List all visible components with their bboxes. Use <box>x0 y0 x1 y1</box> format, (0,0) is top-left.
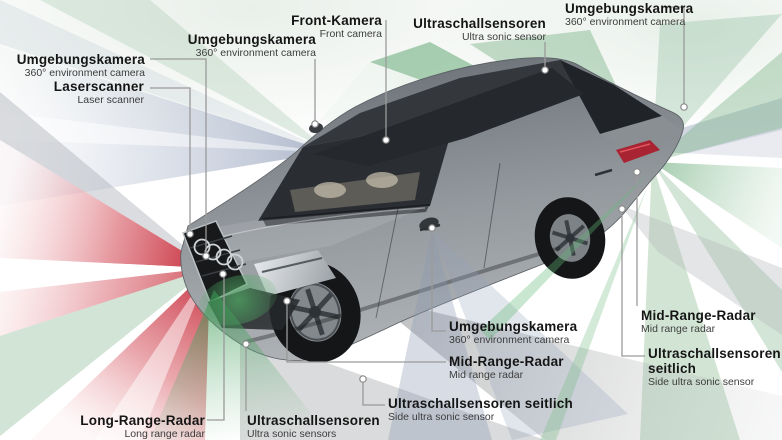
sensor-label-laserscanner: Laserscanner Laser scanner <box>54 79 144 106</box>
sensor-label-umgebungskamera-mirror-right: Umgebungskamera 360° environment camera <box>188 32 316 59</box>
label-de: Umgebungskamera <box>565 1 694 16</box>
label-de: Ultraschallsensoren seitlich <box>648 346 781 376</box>
leader-laserscanner <box>150 87 191 231</box>
label-de: Long-Range-Radar <box>80 413 205 428</box>
sensor-label-ultraschallsensoren-rear-top: Ultraschallsensoren Ultra sonic sensor <box>413 16 546 43</box>
sensor-dots <box>186 66 688 383</box>
leader-umgebungskamera-front-left <box>150 58 207 253</box>
rear-wheel <box>534 197 606 279</box>
label-en: 360° environment camera <box>24 67 145 79</box>
dot-front-kamera <box>382 136 390 144</box>
dot-umgebungskamera-rear <box>680 103 688 111</box>
front-camera-cone <box>0 0 330 206</box>
dot-ultraschallsensoren-seitlich-front <box>359 375 367 383</box>
label-en: Mid range radar <box>641 323 716 335</box>
sill-shadow <box>244 246 561 344</box>
car-taillight <box>616 140 660 163</box>
car-seat <box>314 182 346 198</box>
label-en: 360° environment camera <box>195 47 316 59</box>
label-en: Ultra sonic sensor <box>461 31 546 43</box>
dot-ultraschallsensoren-front <box>242 340 250 348</box>
leader-ultraschallsensoren-seitlich-rear <box>621 212 645 357</box>
label-de: Ultraschallsensoren seitlich <box>388 396 573 411</box>
dot-umgebungskamera-front-left <box>202 252 210 260</box>
label-en: Front camera <box>319 28 382 40</box>
car-cowl <box>262 204 430 226</box>
car-headlight <box>254 250 336 296</box>
audi-rings <box>193 238 244 271</box>
label-en: Long range radar <box>124 428 205 440</box>
mirror-camera-cone-b <box>432 230 628 440</box>
label-en: Mid range radar <box>449 369 524 381</box>
rear-green-beam-b <box>540 185 648 440</box>
label-en: 360° environment camera <box>449 334 570 346</box>
dot-umgebungskamera-mirror-right <box>311 120 319 128</box>
dot-umgebungskamera-mirror-left <box>428 224 436 232</box>
headlight-detail <box>261 257 323 273</box>
label-de: Ultraschallsensoren <box>413 16 546 31</box>
car-trunk <box>600 116 683 158</box>
dot-long-range-radar <box>219 270 227 278</box>
leader-ultraschallsensoren-seitlich-front <box>362 382 385 406</box>
sensor-label-umgebungskamera-mirror-left: Umgebungskamera 360° environment camera <box>449 319 577 346</box>
label-de: Laserscanner <box>53 79 144 94</box>
front-radar-cones <box>0 92 210 440</box>
sensor-label-ultraschallsensoren-front: Ultraschallsensoren Ultra sonic sensors <box>247 413 380 440</box>
sensor-label-umgebungskamera-front-left: Umgebungskamera 360° environment camera <box>17 52 145 79</box>
mirror-camera-cone-a <box>388 230 492 440</box>
sensor-label-ultraschallsensoren-seitlich-rear: Ultraschallsensoren seitlich Side ultra … <box>648 346 782 388</box>
leader-mid-range-radar-front <box>286 304 446 363</box>
sensor-label-ultraschallsensoren-seitlich-front: Ultraschallsensoren seitlich Side ultra … <box>388 396 573 423</box>
label-de: Mid-Range-Radar <box>641 308 756 323</box>
label-en: Ultra sonic sensors <box>247 428 337 440</box>
sensor-label-mid-range-radar-rear: Mid-Range-Radar Mid range radar <box>641 308 756 335</box>
label-de: Front-Kamera <box>291 13 382 28</box>
sensor-label-mid-range-radar-front: Mid-Range-Radar Mid range radar <box>449 354 564 381</box>
label-de: Umgebungskamera <box>449 319 578 334</box>
dot-laserscanner <box>186 230 194 238</box>
hood-crease <box>207 207 426 241</box>
car-hood <box>196 206 428 262</box>
dot-mid-range-radar-rear <box>633 168 641 176</box>
sensor-label-umgebungskamera-rear: Umgebungskamera 360° environment camera <box>565 1 693 28</box>
label-en: 360° environment camera <box>565 16 686 28</box>
leader-umgebungskamera-rear <box>663 6 685 104</box>
car-side-windows <box>314 68 584 166</box>
label-de: Umgebungskamera <box>16 52 145 67</box>
label-de: Mid-Range-Radar <box>449 354 564 369</box>
dot-ultraschallsensoren-rear-top <box>541 66 549 74</box>
sensor-label-front-kamera: Front-Kamera Front camera <box>291 13 382 40</box>
label-de: Ultraschallsensoren <box>247 413 380 428</box>
leader-umgebungskamera-mirror-left <box>431 231 446 332</box>
door-seams <box>375 162 501 319</box>
label-en: Side ultra sonic sensor <box>648 376 755 388</box>
foreground-cones <box>150 170 652 440</box>
dot-ultraschallsensoren-seitlich-rear <box>618 205 626 213</box>
sensor-label-long-range-radar: Long-Range-Radar Long range radar <box>80 413 205 440</box>
rear-green-beam-a <box>480 170 652 340</box>
car-seat <box>366 172 398 188</box>
grille-slats <box>189 235 247 277</box>
taillight-detail <box>619 143 651 153</box>
dot-mid-range-radar-front <box>283 297 291 305</box>
car-rear-window <box>560 60 662 134</box>
label-de: Umgebungskamera <box>187 32 316 47</box>
leader-long-range-radar <box>207 277 225 421</box>
label-en: Side ultra sonic sensor <box>388 411 495 423</box>
label-en: Laser scanner <box>77 94 144 106</box>
front-down-green-cone <box>150 290 332 440</box>
leader-lines <box>150 6 685 421</box>
